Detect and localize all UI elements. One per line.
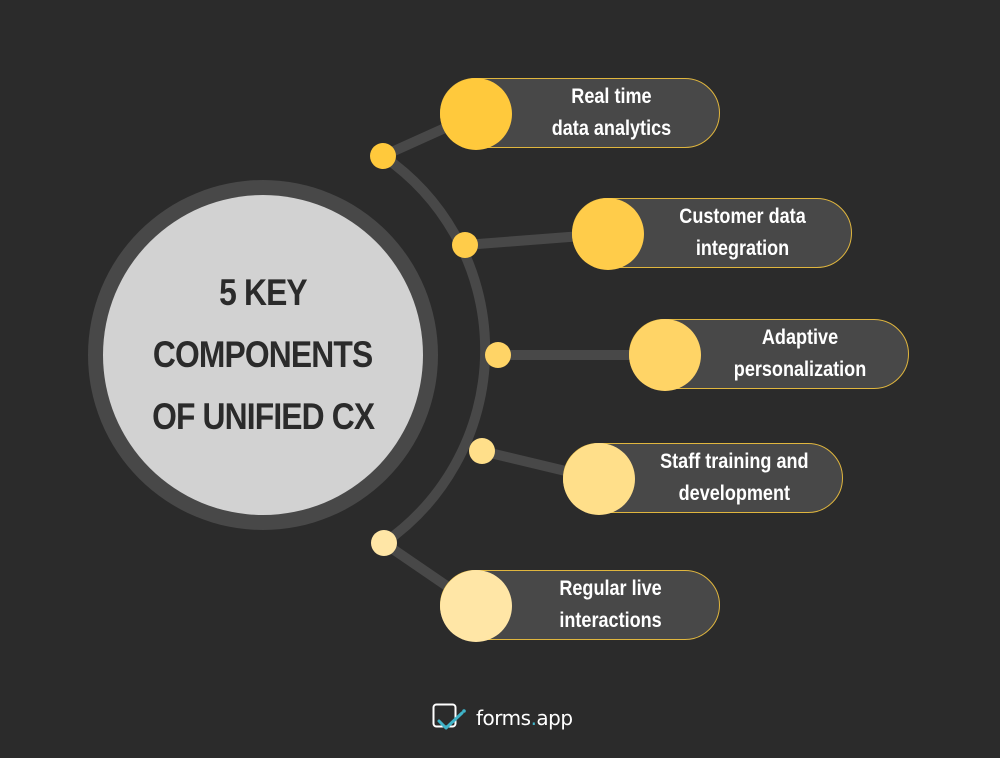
component-pill-2: Customer data integration <box>571 197 852 270</box>
component-pill-4: Staff training and development <box>562 442 843 515</box>
brand-name: forms.app <box>476 706 573 730</box>
component-pill-3: Adaptive personalization <box>628 318 909 391</box>
component-label: Staff training and development <box>659 450 809 505</box>
hub-title-line-1: 5 KEY <box>219 272 308 313</box>
component-label: Customer data integration <box>679 205 807 260</box>
bullet-circle-icon <box>571 197 644 270</box>
component-label: Adaptive personalization <box>733 326 867 381</box>
bullet-circle-icon <box>439 77 512 150</box>
node-dot-3 <box>485 342 511 368</box>
component-label: Real time data analytics <box>551 85 671 140</box>
forms-app-checkmark-icon <box>432 703 466 730</box>
node-dot-2 <box>452 232 478 258</box>
node-dot-4 <box>469 438 495 464</box>
hub-inner: 5 KEY COMPONENTS OF UNIFIED CX <box>103 195 423 515</box>
node-dot-1 <box>370 143 396 169</box>
bullet-circle-icon <box>439 569 512 642</box>
hub-title-line-3: OF UNIFIED CX <box>151 396 375 437</box>
hub-title-line-2: COMPONENTS <box>153 334 373 375</box>
component-pill-5: Regular live interactions <box>439 569 720 642</box>
bullet-circle-icon <box>628 318 701 391</box>
connector-arc <box>380 151 491 548</box>
component-label: Regular live interactions <box>559 577 663 632</box>
hub-circle: 5 KEY COMPONENTS OF UNIFIED CX <box>88 180 438 530</box>
bullet-circle-icon <box>562 442 635 515</box>
node-dot-5 <box>371 530 397 556</box>
brand-logo: forms.app <box>432 703 573 733</box>
component-pill-1: Real time data analytics <box>439 77 720 150</box>
